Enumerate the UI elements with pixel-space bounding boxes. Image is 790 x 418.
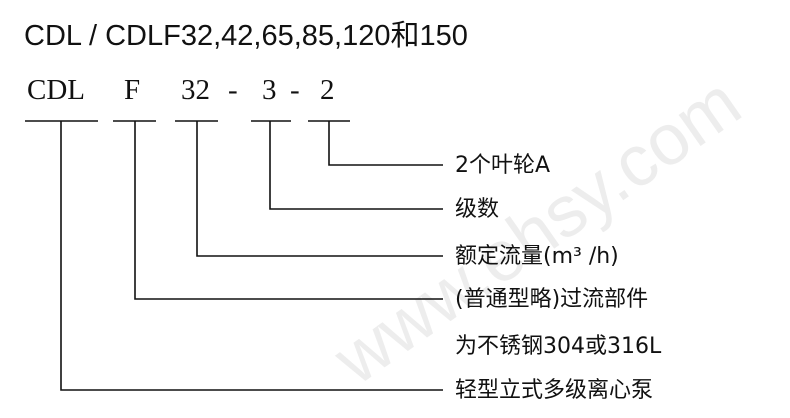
label-flow: 额定流量(m³ /h) (455, 244, 619, 269)
leader-flow (196, 121, 443, 257)
code-stages: 3 (262, 74, 277, 106)
code-impellers: 2 (320, 74, 335, 106)
leader-stages (269, 121, 443, 210)
label-material-2: 为不锈钢304或316L (455, 334, 662, 359)
label-impellers: 2个叶轮A (455, 153, 551, 178)
leader-impellers (328, 121, 443, 166)
diagram-title: CDL / CDLF32,42,65,85,120和150 (24, 20, 468, 52)
code-series: CDL (27, 74, 85, 106)
label-material-1: (普通型略)过流部件 (455, 287, 649, 312)
code-dash: - (290, 74, 300, 106)
code-material: F (124, 74, 141, 106)
label-stages: 级数 (455, 197, 500, 222)
code-flow: 32 (181, 74, 210, 106)
leader-material (134, 121, 443, 300)
label-series: 轻型立式多级离心泵 (455, 378, 654, 403)
code-dash: - (228, 74, 238, 106)
leader-series (60, 121, 443, 391)
